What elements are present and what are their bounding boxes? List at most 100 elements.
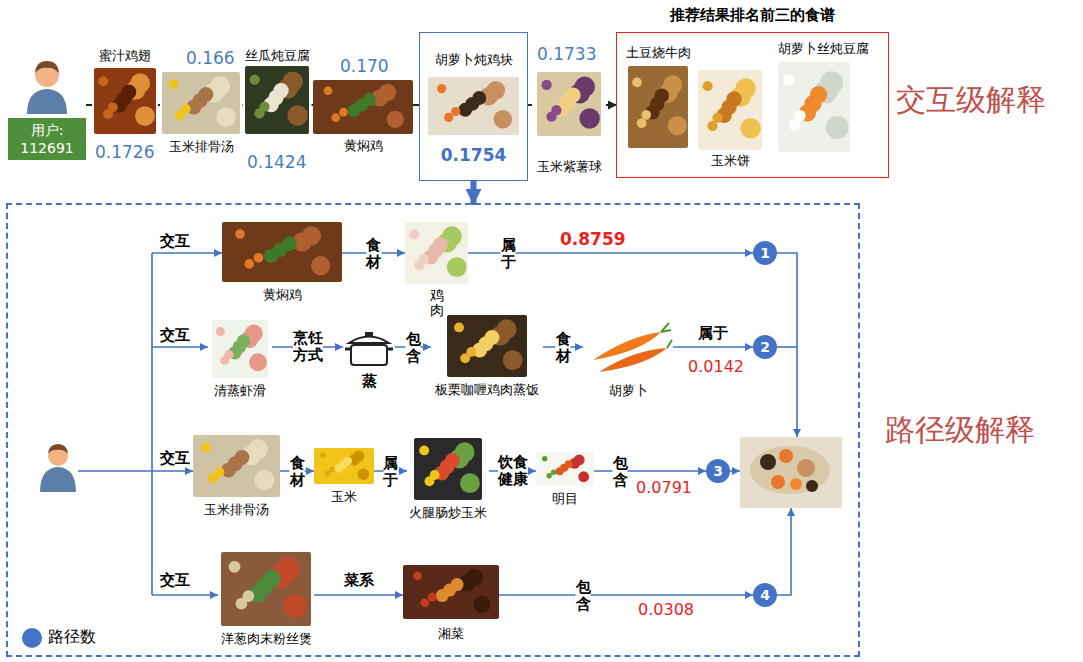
path-weight: 0.8759 xyxy=(560,229,626,249)
merge-line xyxy=(730,470,740,472)
caption: 玉米饼 xyxy=(711,152,750,170)
ingredient-node: 玉米 xyxy=(314,448,374,508)
food-photo xyxy=(628,66,688,148)
food-photo xyxy=(222,222,342,282)
food-photo xyxy=(537,72,601,136)
food-photo xyxy=(25,58,69,114)
photo-detail xyxy=(325,470,331,476)
photo-detail xyxy=(121,84,136,99)
edge-label-anchor: 属于 xyxy=(698,323,728,344)
photo-detail xyxy=(583,318,673,378)
photo-detail xyxy=(779,449,793,463)
merge-line xyxy=(777,508,791,595)
edge-label: 烹饪方式 xyxy=(293,329,323,366)
photo-detail xyxy=(797,459,815,477)
edge-label: 食材 xyxy=(290,454,305,489)
user-node: 用户: 112691 xyxy=(8,58,86,162)
edge-label: 饮食健康 xyxy=(498,453,528,490)
path-number: 4 xyxy=(760,587,770,603)
edge-label-anchor: 烹饪方式 xyxy=(293,329,323,366)
photo-detail xyxy=(201,442,211,452)
photo-detail xyxy=(222,222,342,282)
photo-bowl xyxy=(750,446,830,494)
photo-detail xyxy=(193,435,280,497)
photo-detail xyxy=(273,83,288,98)
photo-detail xyxy=(503,350,523,370)
photo-detail xyxy=(794,110,806,122)
edge-label: 属于 xyxy=(698,323,728,344)
path-number: 3 xyxy=(713,463,723,479)
health-node: 明目 xyxy=(536,452,594,510)
photo-detail xyxy=(409,229,419,239)
path-number: 2 xyxy=(760,339,770,355)
photo-detail xyxy=(214,467,224,477)
highlight-box: 胡萝卜炖鸡块0.1754 xyxy=(420,33,527,180)
photo-detail xyxy=(414,438,482,500)
photo-detail xyxy=(263,570,281,588)
photo-detail xyxy=(487,81,506,100)
photo-detail xyxy=(198,87,213,102)
food-photo xyxy=(94,68,156,134)
label-anchor: 0.0142 xyxy=(688,357,744,376)
photo-detail xyxy=(536,452,594,486)
photo-detail xyxy=(248,439,268,459)
label-anchor: 0.0791 xyxy=(636,478,692,497)
photo-detail xyxy=(283,594,307,618)
photo-detail xyxy=(320,452,326,458)
photo-detail xyxy=(245,66,309,134)
photo-ground xyxy=(740,437,842,508)
photo-detail xyxy=(551,105,561,115)
photo-detail xyxy=(329,467,335,473)
photo-detail xyxy=(287,105,307,125)
photo-detail xyxy=(783,74,795,86)
edge-label: 包含 xyxy=(613,454,628,489)
photo-detail xyxy=(324,86,333,95)
recipe-node: 胡萝卜丝炖豆腐 xyxy=(764,38,882,158)
photo-detail xyxy=(771,475,785,489)
photo-detail xyxy=(485,330,500,345)
photo-detail xyxy=(242,590,254,602)
caption: 丝瓜炖豆腐 xyxy=(245,47,310,65)
caption: 胡萝卜丝炖豆腐 xyxy=(778,40,869,58)
caption: 火腿肠炒玉米 xyxy=(409,504,487,522)
caption: 鸡肉 xyxy=(430,288,444,319)
photo-detail xyxy=(460,473,480,493)
photo-detail xyxy=(387,111,404,128)
connector xyxy=(158,104,160,106)
connector xyxy=(312,104,314,106)
caption: 土豆烧牛肉 xyxy=(626,44,691,62)
photo-detail xyxy=(314,448,374,484)
photo-detail xyxy=(345,348,393,351)
recipe-node: 洋葱肉末粉丝煲 xyxy=(218,552,314,650)
food-photo xyxy=(313,80,413,134)
label-anchor: 交互 xyxy=(160,449,190,468)
photo-detail xyxy=(27,89,67,114)
recipe-node: 玉米紫薯球 xyxy=(532,72,606,178)
label-anchor: 交互 xyxy=(160,232,190,251)
edge-label-anchor: 属于 xyxy=(501,236,516,271)
path-region: 黄焖鸡鸡肉1清蒸虾滑蒸板栗咖喱鸡肉蒸饭胡萝卜2玉米排骨汤玉米火腿肠炒玉米明目3洋… xyxy=(8,205,858,655)
path-weight: 0.0308 xyxy=(638,600,694,619)
photo-detail xyxy=(379,84,396,101)
photo-detail xyxy=(661,323,672,348)
food-photo xyxy=(536,452,594,486)
photo-detail xyxy=(339,108,348,117)
photo-detail xyxy=(225,350,234,359)
photo-detail xyxy=(740,118,760,138)
food-photo xyxy=(447,315,527,377)
photo-detail xyxy=(35,61,59,73)
caption: 清蒸虾滑 xyxy=(214,382,266,400)
photo-detail xyxy=(637,118,647,128)
photo-detail xyxy=(541,80,551,90)
photo-detail xyxy=(565,460,573,468)
photo-detail xyxy=(473,596,490,613)
edge-label: 属于 xyxy=(501,236,516,271)
path-weight: 0.0142 xyxy=(688,357,744,376)
photo-detail xyxy=(579,108,599,128)
photo-detail xyxy=(235,450,250,465)
photo-detail xyxy=(249,353,267,371)
label-anchor: 0.1733 xyxy=(537,44,596,64)
photo-detail xyxy=(551,470,556,475)
photo-detail xyxy=(405,222,468,284)
photo-detail xyxy=(244,259,254,269)
